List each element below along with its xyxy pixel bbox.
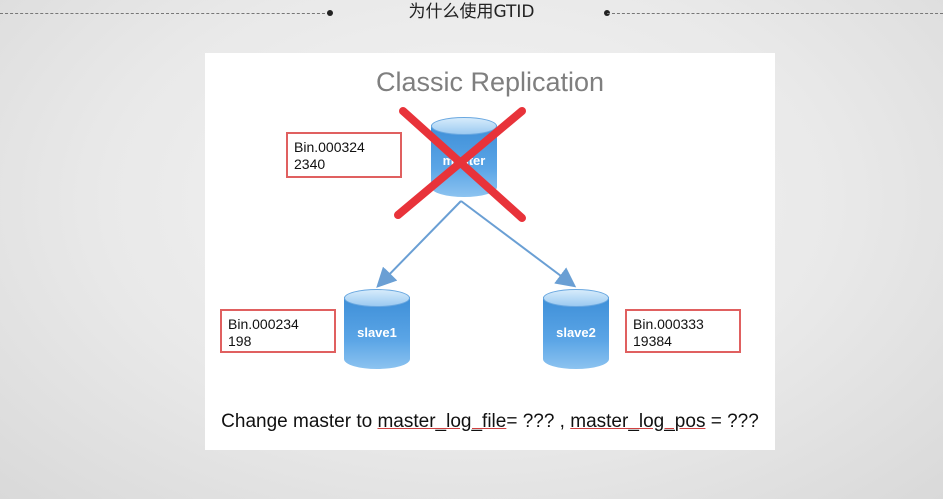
- failure-cross-icon: [394, 107, 526, 222]
- master-binlog-file: Bin.000324: [294, 139, 365, 155]
- caption-middle: = ??? ,: [506, 411, 571, 432]
- arrow-to-slave2: [460, 200, 577, 288]
- arrow-to-slave1: [376, 200, 462, 288]
- header-title: 为什么使用GTID: [408, 2, 535, 22]
- slave1-binlog-box: Bin.000234 198: [220, 309, 336, 353]
- slave1-cylinder-top: [344, 289, 410, 307]
- slide: Classic Replication Bin.000324 2340 mast…: [205, 53, 775, 450]
- slave1-binlog-file: Bin.000234: [228, 316, 299, 332]
- slave1-cylinder-body: [344, 297, 410, 369]
- master-binlog-pos: 2340: [294, 156, 326, 172]
- slave2-cylinder-top: [543, 289, 609, 307]
- slave2-cylinder-body: [543, 297, 609, 369]
- slave2-cylinder: slave2: [543, 289, 609, 377]
- header-right-line: [607, 13, 943, 14]
- slave1-binlog-pos: 198: [228, 333, 252, 349]
- caption-pos-key: master_log_pos: [570, 411, 706, 432]
- slave1-label: slave1: [357, 325, 397, 340]
- header-left-line: [0, 13, 330, 14]
- slave2-binlog-file: Bin.000333: [633, 316, 704, 332]
- slave2-binlog-box: Bin.000333 19384: [625, 309, 741, 353]
- master-binlog-box: Bin.000324 2340: [286, 132, 402, 178]
- caption-suffix: = ???: [705, 411, 759, 432]
- connection-arrows: [376, 200, 577, 288]
- header-left-dot: [327, 10, 333, 16]
- caption-prefix: Change master to: [221, 411, 378, 432]
- change-master-caption: Change master to master_log_file= ??? , …: [205, 411, 775, 433]
- slave1-cylinder: slave1: [344, 289, 410, 377]
- caption-file-key: master_log_file: [377, 411, 507, 432]
- slide-title: Classic Replication: [375, 67, 605, 97]
- slave2-label: slave2: [556, 325, 596, 340]
- master-cylinder-top: [431, 117, 497, 135]
- slave2-binlog-pos: 19384: [633, 333, 672, 349]
